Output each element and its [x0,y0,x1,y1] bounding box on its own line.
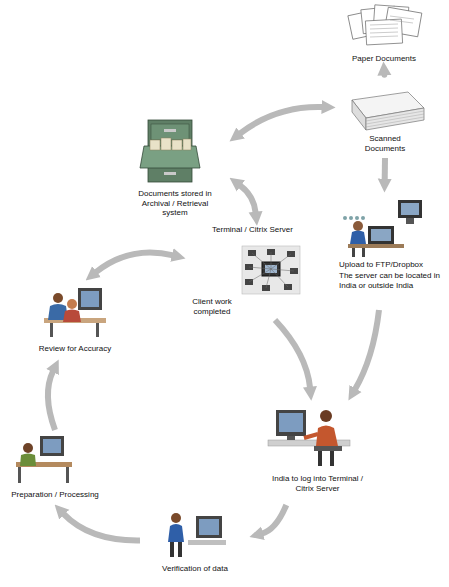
step-caption: Scanned Documents [355,134,415,153]
process-step: Terminal / Citrix ServerClient work comp… [185,225,305,320]
step-caption: Client work completed [187,297,237,316]
process-step: Paper Documents [340,2,428,68]
flow-arrow [240,107,324,134]
step-caption: Verification of data [140,564,250,574]
process-step: Preparation / Processing [5,430,105,505]
step-caption: Review for Accuracy [20,344,130,354]
step-caption: India to log into Terminal / Citrix Serv… [265,474,370,493]
flow-arrow [381,68,387,75]
step-caption: Preparation / Processing [5,490,105,500]
step-caption: Documents stored in Archival / Retrieval… [132,189,218,218]
flow-arrow [95,252,173,272]
flow-arrow [240,185,256,213]
process-step: Upload to FTP/DropboxThe server can be l… [335,192,445,310]
india-workstation-icon [268,410,350,466]
process-step: Scanned Documents [335,86,435,158]
upload-workstation-icon [343,200,422,257]
step-caption: Terminal / Citrix Server [200,225,305,235]
step-caption: The server can be located in India or ou… [339,271,443,290]
flow-arrow [382,158,388,180]
review-team-icon [44,288,106,337]
process-step: Documents stored in Archival / Retrieval… [120,115,230,220]
flow-arrow [355,310,379,390]
filing-cabinet-icon [140,120,200,182]
step-caption: Upload to FTP/Dropbox [339,260,443,270]
flow-arrow [48,371,55,430]
flow-arrow [262,505,287,534]
verification-workstation-icon [168,513,226,557]
scanned-documents-icon [352,92,424,130]
process-step: India to log into Terminal / Citrix Serv… [255,400,380,505]
process-step: Verification of data [140,508,250,580]
flow-arrow [63,514,140,541]
process-step: Review for Accuracy [20,280,130,360]
flow-arrow [275,320,310,388]
server-network-icon [242,246,300,294]
preparation-workstation-icon [16,436,72,483]
step-caption: Paper Documents [340,54,428,64]
paper-documents-icon [348,5,422,45]
